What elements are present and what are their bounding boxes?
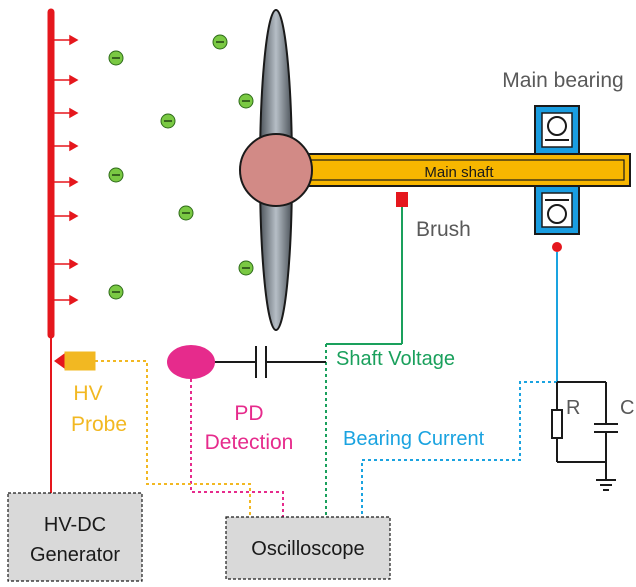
generator-label-line2: Generator [30, 544, 120, 566]
ion [108, 284, 124, 300]
main-shaft-label: Main shaft [424, 164, 494, 181]
rotor-hub [239, 133, 313, 207]
shaft-voltage-wire [325, 207, 403, 517]
main-bearing-bottom [534, 185, 580, 235]
pd-wire [190, 379, 284, 517]
bearing-contact [552, 242, 562, 252]
field-arrows [51, 34, 79, 306]
rc-network [551, 381, 618, 491]
ion [178, 205, 194, 221]
ion [238, 260, 254, 276]
resistor-label: R [566, 397, 580, 419]
generator-label-line1: HV-DC [44, 514, 106, 536]
main-shaft: Main shaft [299, 153, 631, 187]
hv-probe [54, 351, 96, 371]
resistor [551, 409, 563, 439]
hv-dc-generator-box: HV-DC Generator [7, 492, 143, 582]
capacitor-label: C [620, 397, 634, 419]
brush [396, 192, 408, 207]
oscilloscope-box: Oscilloscope [225, 516, 391, 580]
ground-icon [596, 479, 616, 491]
ion [160, 113, 176, 129]
bearing-current-wire [361, 381, 557, 517]
ion [108, 50, 124, 66]
brush-label: Brush [416, 218, 471, 241]
pd-label-line2: Detection [205, 431, 294, 454]
ion [108, 167, 124, 183]
ion [238, 93, 254, 109]
shaft-voltage-label: Shaft Voltage [336, 348, 455, 370]
main-bearing-top [534, 105, 580, 155]
hv-probe-wire [95, 360, 251, 517]
main-bearing-label: Main bearing [502, 69, 623, 92]
pd-label-line1: PD [234, 402, 263, 425]
ion [212, 34, 228, 50]
hv-electrode [47, 8, 79, 339]
pd-sensor [167, 345, 215, 379]
hv-probe-label-line2: Probe [71, 413, 127, 436]
hv-probe-label-line1: HV [73, 382, 102, 405]
oscilloscope-label: Oscilloscope [251, 538, 364, 560]
bearing-current-label: Bearing Current [343, 428, 485, 450]
pd-coupling [214, 346, 326, 378]
negative-ions [108, 34, 254, 300]
